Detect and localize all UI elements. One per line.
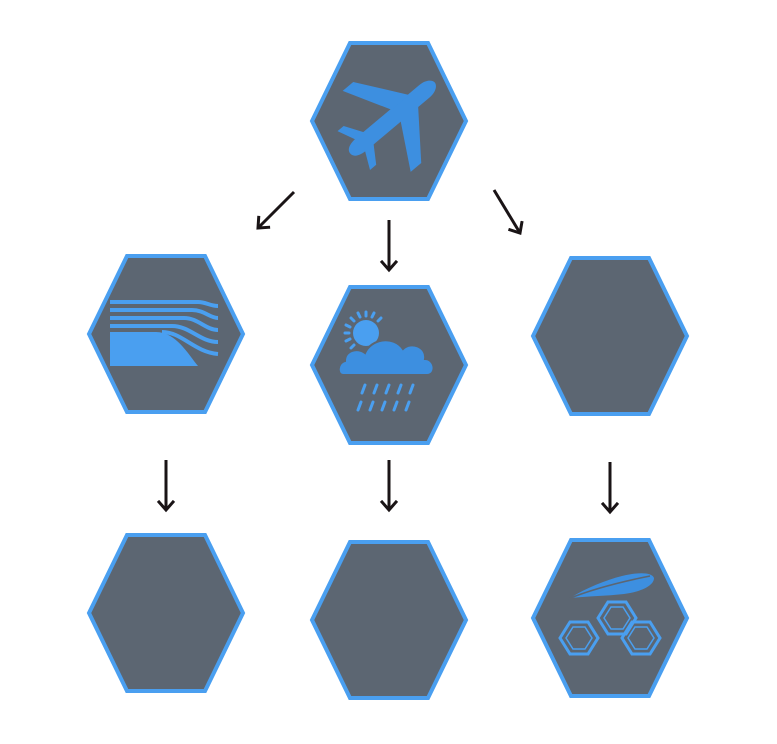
arrow-top-to-mid-left — [258, 190, 296, 228]
arrow-top-to-mid-right — [492, 189, 520, 233]
airflow-lines-icon — [110, 300, 219, 366]
airplane-icon — [337, 80, 436, 172]
node-mid-center — [309, 285, 469, 445]
edges — [166, 189, 610, 512]
node-bottom-left — [86, 533, 246, 693]
node-top — [309, 41, 469, 201]
feather-hexagons-icon — [558, 573, 662, 656]
node-bottom-right — [530, 538, 690, 698]
hexagon — [309, 540, 469, 700]
node-mid-left — [86, 254, 246, 414]
hexagon — [530, 538, 690, 698]
hexagon — [530, 256, 690, 416]
node-bottom-center — [309, 540, 469, 700]
node-mid-right — [530, 256, 690, 416]
sun-cloud-rain-icon — [337, 310, 435, 412]
hexagon — [86, 533, 246, 693]
